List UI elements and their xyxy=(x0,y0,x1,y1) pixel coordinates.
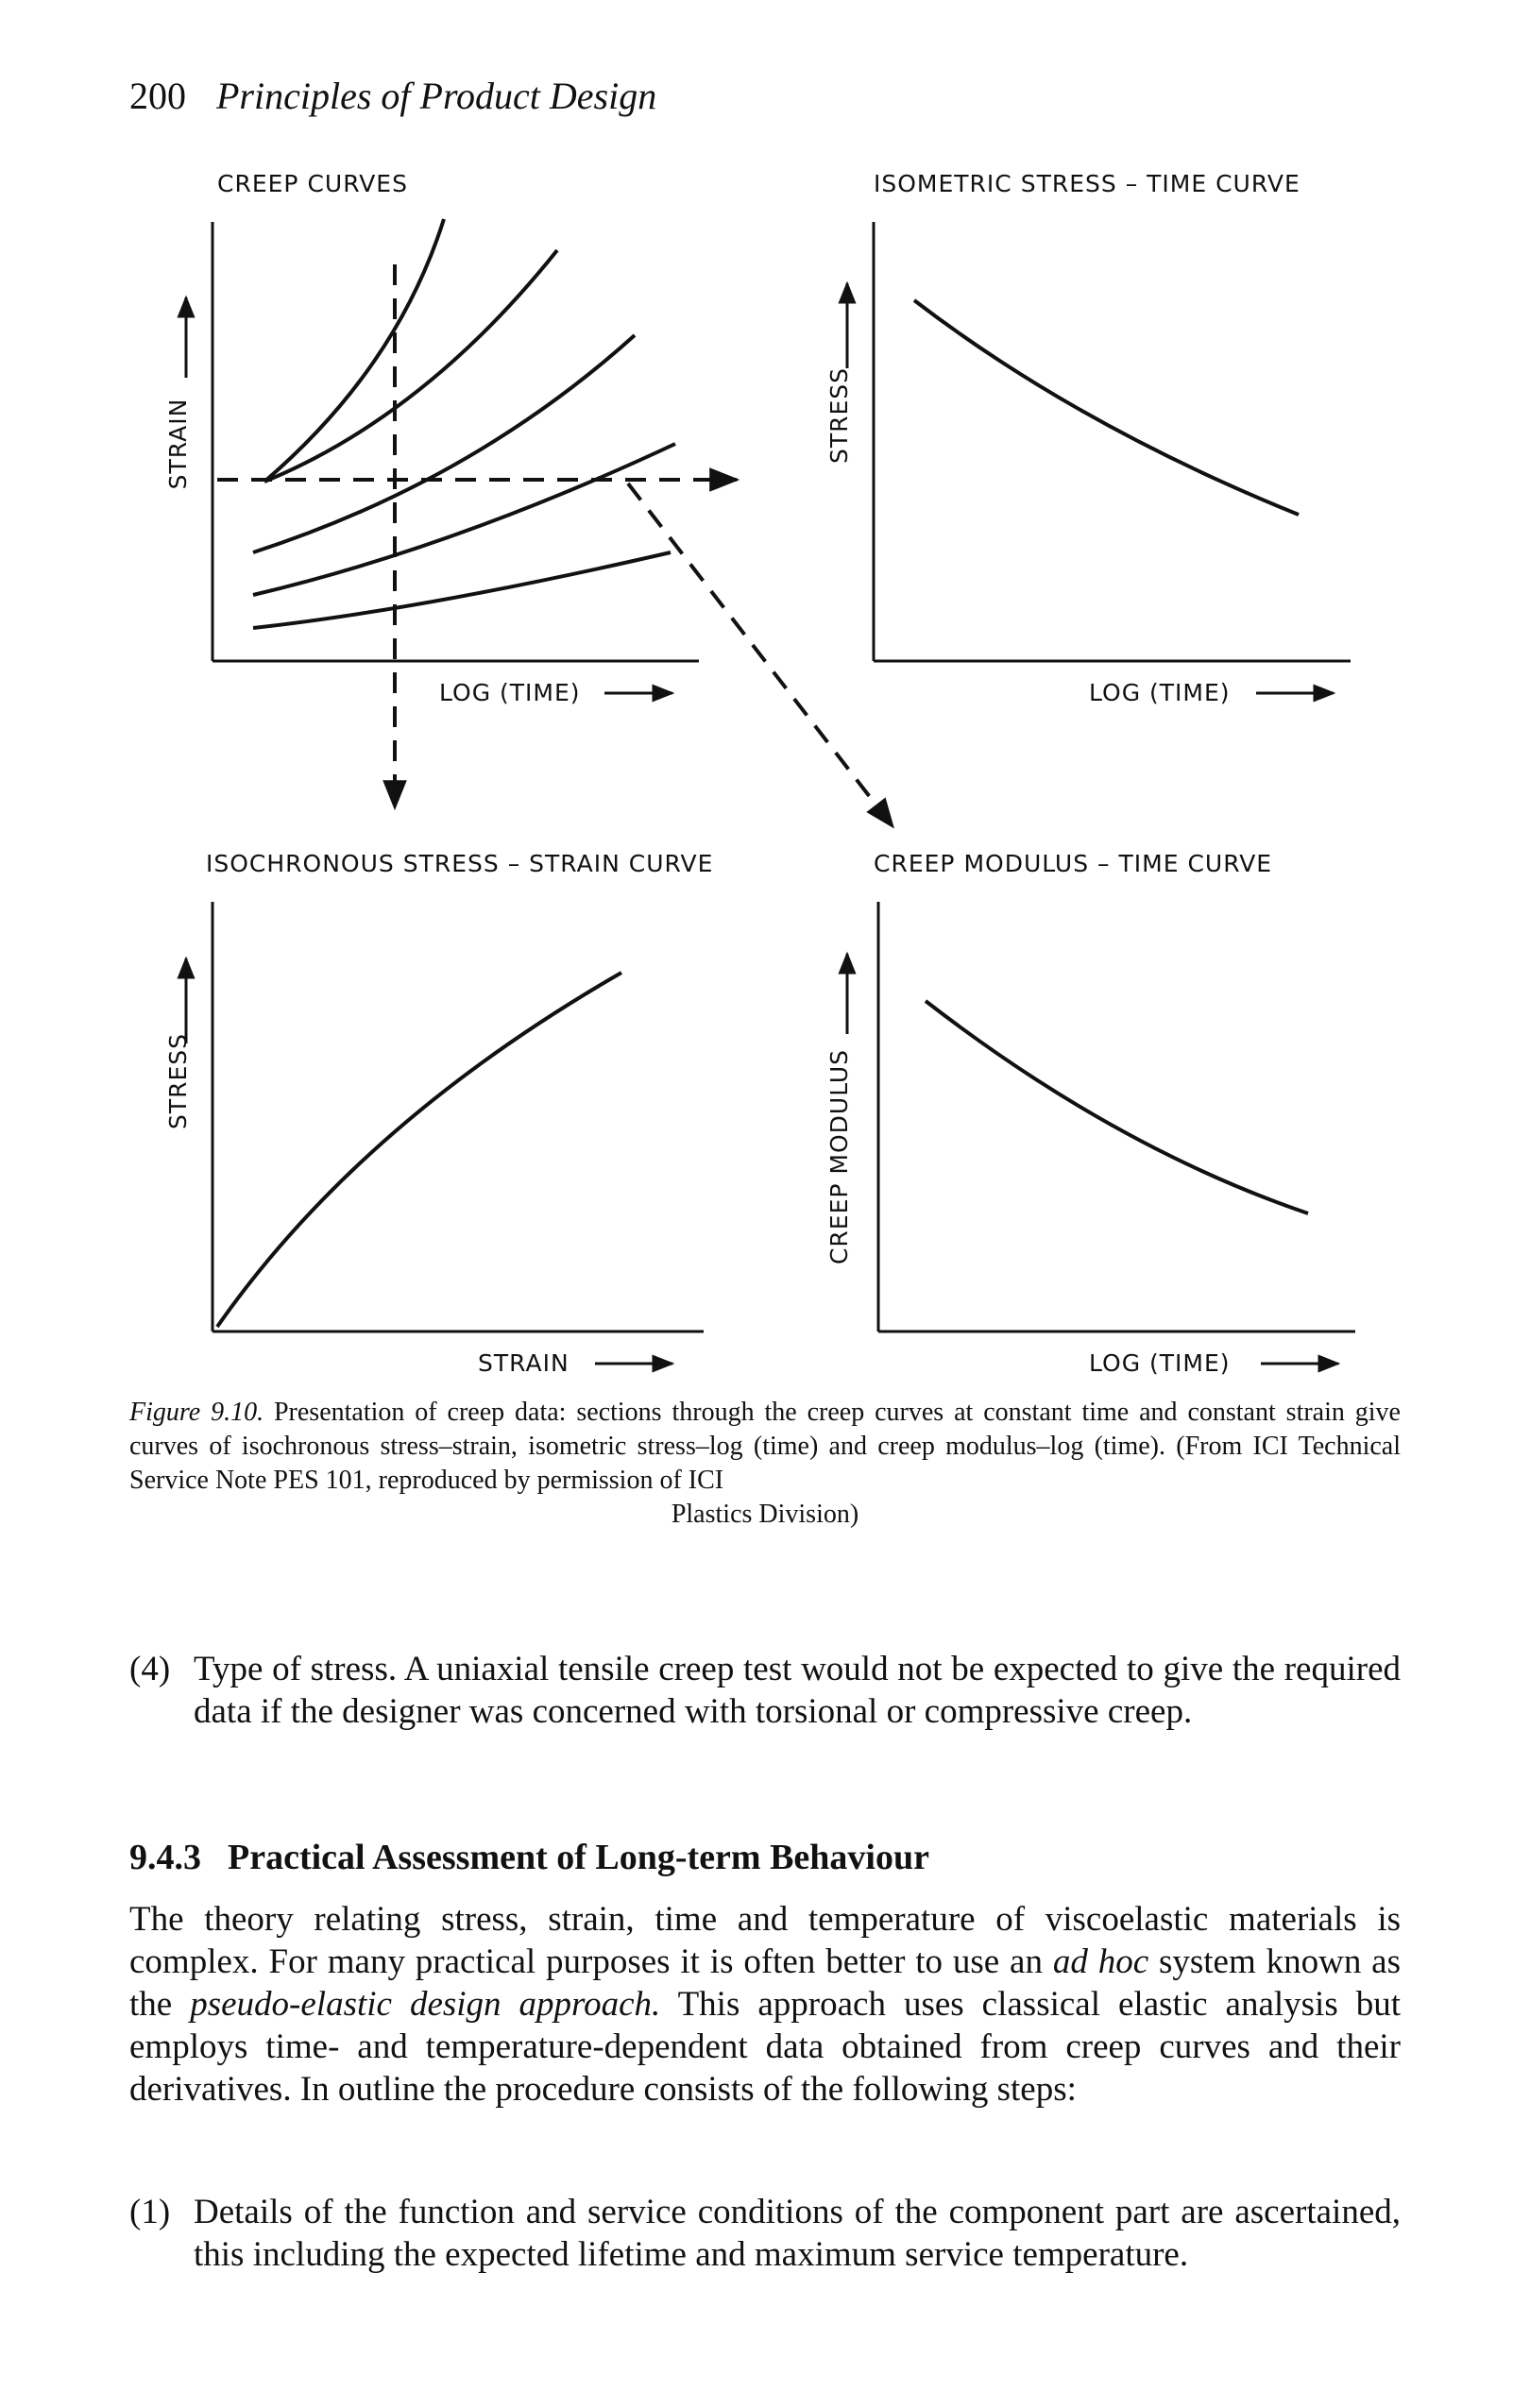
creep-curves-x-label: LOG (TIME) xyxy=(439,679,581,706)
creep-curves-y-label: STRAIN xyxy=(164,399,192,490)
section-number: 9.4.3 xyxy=(129,1838,201,1877)
list-item-text: Type of stress. A uniaxial tensile creep… xyxy=(194,1650,1401,1731)
page-header: 200 Principles of Product Design xyxy=(129,74,656,118)
creep-curve-1 xyxy=(252,551,672,630)
paragraph-text-2: system known as the xyxy=(129,1942,1401,2024)
list-item-text: Details of the function and service cond… xyxy=(194,2193,1401,2274)
caption-last-line: Plastics Division) xyxy=(671,1500,859,1529)
creep-modulus-y-label: CREEP MODULUS xyxy=(825,1049,853,1264)
body-paragraph: The theory relating stress, strain, time… xyxy=(129,1898,1401,2111)
isochronous-axes xyxy=(211,902,704,1333)
creep-curves-axes xyxy=(211,222,699,663)
isometric-title: ISOMETRIC STRESS – TIME CURVE xyxy=(874,170,1300,197)
figure-label: Figure 9.10. xyxy=(129,1398,264,1427)
paragraph-text-3: This approach uses classical elastic ana… xyxy=(129,1985,1402,2109)
isochronous-panel: ISOCHRONOUS STRESS – STRAIN CURVE STRESS… xyxy=(164,850,713,1377)
caption-text: Presentation of creep data: sections thr… xyxy=(129,1398,1401,1495)
creep-curve-5 xyxy=(263,218,446,483)
isochronous-x-label: STRAIN xyxy=(478,1349,570,1377)
list-item-1: (1) Details of the function and service … xyxy=(129,2191,1401,2276)
creep-curves-panel: CREEP CURVES STRAIN LOG (TIME) xyxy=(164,170,894,829)
creep-modulus-panel: CREEP MODULUS – TIME CURVE CREEP MODULUS… xyxy=(825,850,1355,1377)
isochronous-curve xyxy=(215,971,622,1329)
creep-modulus-title: CREEP MODULUS – TIME CURVE xyxy=(874,850,1272,877)
paragraph-emphasis-2: pseudo-elastic design approach. xyxy=(190,1985,661,2024)
isometric-y-label: STRESS xyxy=(825,367,853,464)
creep-curve-4 xyxy=(264,248,559,483)
figure-caption: Figure 9.10. Presentation of creep data:… xyxy=(129,1396,1401,1532)
isometric-x-label: LOG (TIME) xyxy=(1089,679,1231,706)
section-title: Practical Assessment of Long-term Behavi… xyxy=(228,1838,929,1877)
paragraph-emphasis-1: ad hoc xyxy=(1052,1942,1149,1981)
section-heading: 9.4.3 Practical Assessment of Long-term B… xyxy=(129,1837,929,1878)
list-item-number: (1) xyxy=(129,2193,171,2231)
running-title: Principles of Product Design xyxy=(216,75,657,117)
figure-9-10: CREEP CURVES STRAIN LOG (TIME) ISOMETRIC… xyxy=(164,170,1355,1377)
creep-curve-3 xyxy=(252,333,637,554)
isometric-panel: ISOMETRIC STRESS – TIME CURVE STRESS LOG… xyxy=(825,170,1351,706)
creep-modulus-curve xyxy=(924,999,1309,1215)
isometric-curve xyxy=(912,298,1300,517)
list-item-number: (4) xyxy=(129,1650,171,1688)
paragraph-text-1: The theory relating stress, strain, time… xyxy=(129,1900,1401,1981)
creep-modulus-axes xyxy=(876,902,1355,1333)
creep-curves-title: CREEP CURVES xyxy=(217,170,408,197)
isometric-axes xyxy=(872,222,1351,663)
creep-curve-2 xyxy=(252,442,676,597)
list-item-4: (4) Type of stress. A uniaxial tensile c… xyxy=(129,1648,1401,1733)
isochronous-title: ISOCHRONOUS STRESS – STRAIN CURVE xyxy=(206,850,713,877)
isochronous-y-label: STRESS xyxy=(164,1033,192,1129)
creep-modulus-x-label: LOG (TIME) xyxy=(1089,1349,1231,1377)
section-transfer-arrow xyxy=(626,482,894,829)
page-number: 200 xyxy=(129,75,186,117)
